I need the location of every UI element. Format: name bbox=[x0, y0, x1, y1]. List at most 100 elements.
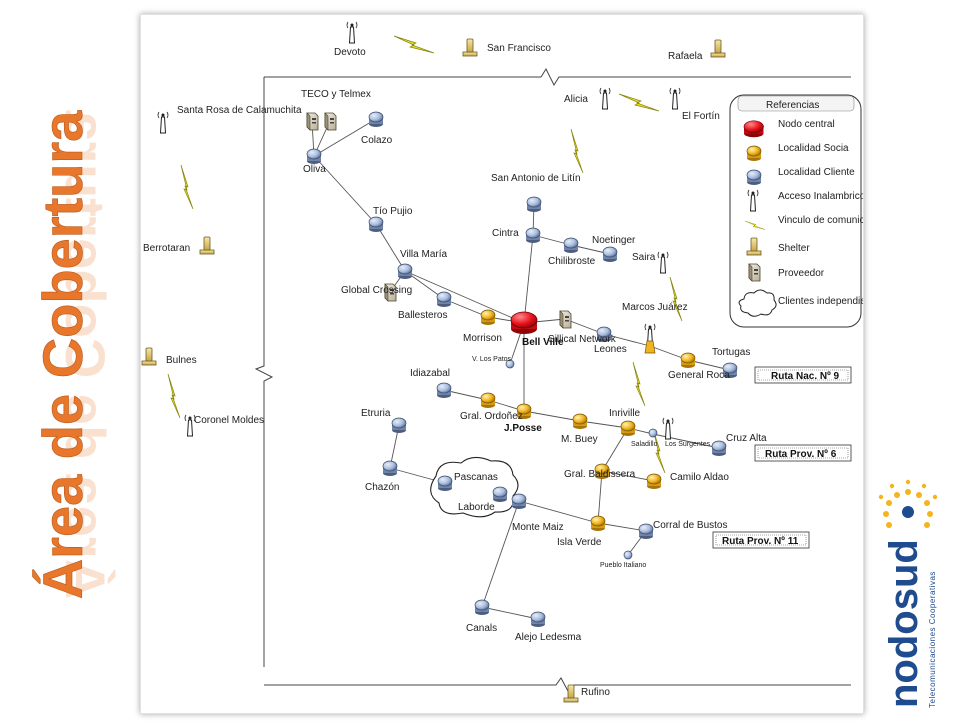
provider-icon bbox=[306, 112, 319, 131]
client-node bbox=[474, 599, 490, 616]
label-m-buey: M. Buey bbox=[561, 434, 598, 445]
label-gral-baldissera: Gral. Baldissera bbox=[564, 469, 636, 480]
label-chazon: Chazón bbox=[365, 482, 399, 493]
label-saladillo: Saladillo bbox=[631, 441, 658, 448]
client-node bbox=[382, 460, 398, 477]
client-node bbox=[711, 440, 727, 457]
label-villa-maria: Villa María bbox=[400, 249, 447, 260]
label-san-antonio: San Antonio de Litín bbox=[491, 173, 581, 184]
label-los-patos: V. Los Patos bbox=[472, 356, 512, 363]
map-frame bbox=[254, 67, 851, 694]
coverage-map: Devoto San Francisco Rafaela Alicia El F… bbox=[140, 14, 864, 714]
client-node bbox=[492, 486, 508, 503]
member-node bbox=[480, 392, 496, 409]
nodosud-logo: nodosud Telecomunicaciones Cooperativas bbox=[872, 470, 952, 720]
label-santa-rosa: Santa Rosa de Calamuchita bbox=[177, 105, 302, 116]
label-saira: Saira bbox=[632, 252, 656, 263]
client-node bbox=[526, 196, 542, 213]
client-node bbox=[638, 523, 654, 540]
legend-item-label: Nodo central bbox=[778, 119, 835, 130]
legend-item-label: Vinculo de comunicación bbox=[778, 215, 863, 226]
legend-title: Referencias bbox=[766, 100, 819, 111]
logo-tagline: Telecomunicaciones Cooperativas bbox=[928, 571, 937, 708]
link-bolt bbox=[632, 361, 646, 407]
route-sign-prov-11: Ruta Prov. Nº 11 bbox=[712, 531, 810, 549]
antenna-icon bbox=[599, 87, 611, 110]
label-marcos-juarez: Marcos Juárez bbox=[622, 302, 688, 313]
link-bolt bbox=[570, 128, 584, 174]
member-node bbox=[680, 352, 696, 369]
link-bolt bbox=[167, 373, 181, 419]
client-node bbox=[391, 417, 407, 434]
provider-icon bbox=[748, 263, 761, 282]
client-node bbox=[306, 148, 322, 165]
label-ballesteros: Ballesteros bbox=[398, 310, 447, 321]
label-tortugas: Tortugas bbox=[712, 347, 750, 358]
network-links bbox=[311, 118, 731, 620]
legend-box bbox=[729, 94, 862, 328]
shelter-icon bbox=[141, 347, 157, 366]
label-bulnes: Bulnes bbox=[166, 355, 197, 366]
legend-item-label: Localidad Socia bbox=[778, 143, 849, 154]
label-monte-maiz: Monte Maiz bbox=[512, 522, 564, 533]
member-node bbox=[590, 515, 606, 532]
client-node-small bbox=[505, 359, 515, 369]
label-san-francisco: San Francisco bbox=[487, 43, 551, 54]
cloud-icon bbox=[738, 289, 777, 317]
shelter-icon bbox=[710, 39, 726, 58]
label-rufino: Rufino bbox=[581, 687, 610, 698]
client-node bbox=[368, 216, 384, 233]
route-label: Ruta Prov. Nº 6 bbox=[765, 449, 837, 460]
legend-item-label: Clientes independientes bbox=[778, 296, 863, 307]
label-chilibroste: Chilibroste bbox=[548, 256, 596, 267]
label-gral-ordonez: Gral. Ordoñez bbox=[460, 411, 523, 422]
label-cintra: Cintra bbox=[492, 228, 519, 239]
label-j-posse: J.Posse bbox=[504, 423, 542, 434]
label-corral-de-bustos: Corral de Bustos bbox=[653, 520, 727, 531]
client-node bbox=[511, 493, 527, 510]
label-idiazabal: Idiazabal bbox=[410, 368, 450, 379]
title-svg: Área de Cobertura Área de Cobertura bbox=[31, 110, 117, 600]
provider-icon bbox=[324, 112, 337, 131]
central-node bbox=[510, 311, 538, 335]
route-label: Ruta Nac. Nº 9 bbox=[771, 371, 840, 382]
client-node bbox=[368, 111, 384, 128]
title-reflection: Área de Cobertura bbox=[54, 110, 117, 599]
legend: Referencias Nodo central Localidad Socia… bbox=[729, 94, 863, 328]
label-coronel-moldes: Coronel Moldes bbox=[194, 415, 264, 426]
label-canals: Canals bbox=[466, 623, 497, 634]
place-labels: Devoto San Francisco Rafaela Alicia El F… bbox=[143, 43, 767, 698]
marcos-juarez-node bbox=[644, 323, 656, 354]
label-alejo-ledesma: Alejo Ledesma bbox=[515, 632, 582, 643]
route-sign-prov-6: Ruta Prov. Nº 6 bbox=[754, 444, 852, 462]
label-camilo-aldao: Camilo Aldao bbox=[670, 472, 729, 483]
member-node bbox=[480, 309, 496, 326]
client-node bbox=[525, 227, 541, 244]
route-signs: Ruta Nac. Nº 9 Ruta Prov. Nº 6 Ruta Prov… bbox=[712, 366, 852, 549]
label-el-fortin: El Fortín bbox=[682, 111, 720, 122]
route-label: Ruta Prov. Nº 11 bbox=[722, 536, 799, 547]
link-bolt bbox=[180, 164, 194, 210]
label-morrison: Morrison bbox=[463, 333, 502, 344]
member-node bbox=[646, 473, 662, 490]
client-node bbox=[602, 246, 618, 263]
client-locality-icon bbox=[746, 169, 762, 186]
label-alicia: Alicia bbox=[564, 94, 588, 105]
client-node bbox=[397, 263, 413, 280]
label-noetinger: Noetinger bbox=[592, 235, 636, 246]
label-los-surgentes: Los Surgentes bbox=[665, 441, 711, 448]
legend-item-label: Shelter bbox=[778, 243, 810, 254]
label-colazo: Colazo bbox=[361, 135, 393, 146]
label-inriville: Inriville bbox=[609, 408, 641, 419]
label-bell-ville: Bell Ville bbox=[522, 337, 564, 348]
shelter-icon bbox=[199, 236, 215, 255]
member-node bbox=[572, 413, 588, 430]
label-global-crossing: Global Crossing bbox=[341, 285, 412, 296]
client-node bbox=[436, 382, 452, 399]
label-general-roca: General Roca bbox=[668, 370, 730, 381]
central-node-icon bbox=[743, 120, 764, 138]
link-bolt bbox=[669, 276, 683, 322]
label-sillical: Sillical Network bbox=[548, 334, 617, 345]
label-isla-verde: Isla Verde bbox=[557, 537, 602, 548]
antenna-icon bbox=[346, 21, 358, 44]
